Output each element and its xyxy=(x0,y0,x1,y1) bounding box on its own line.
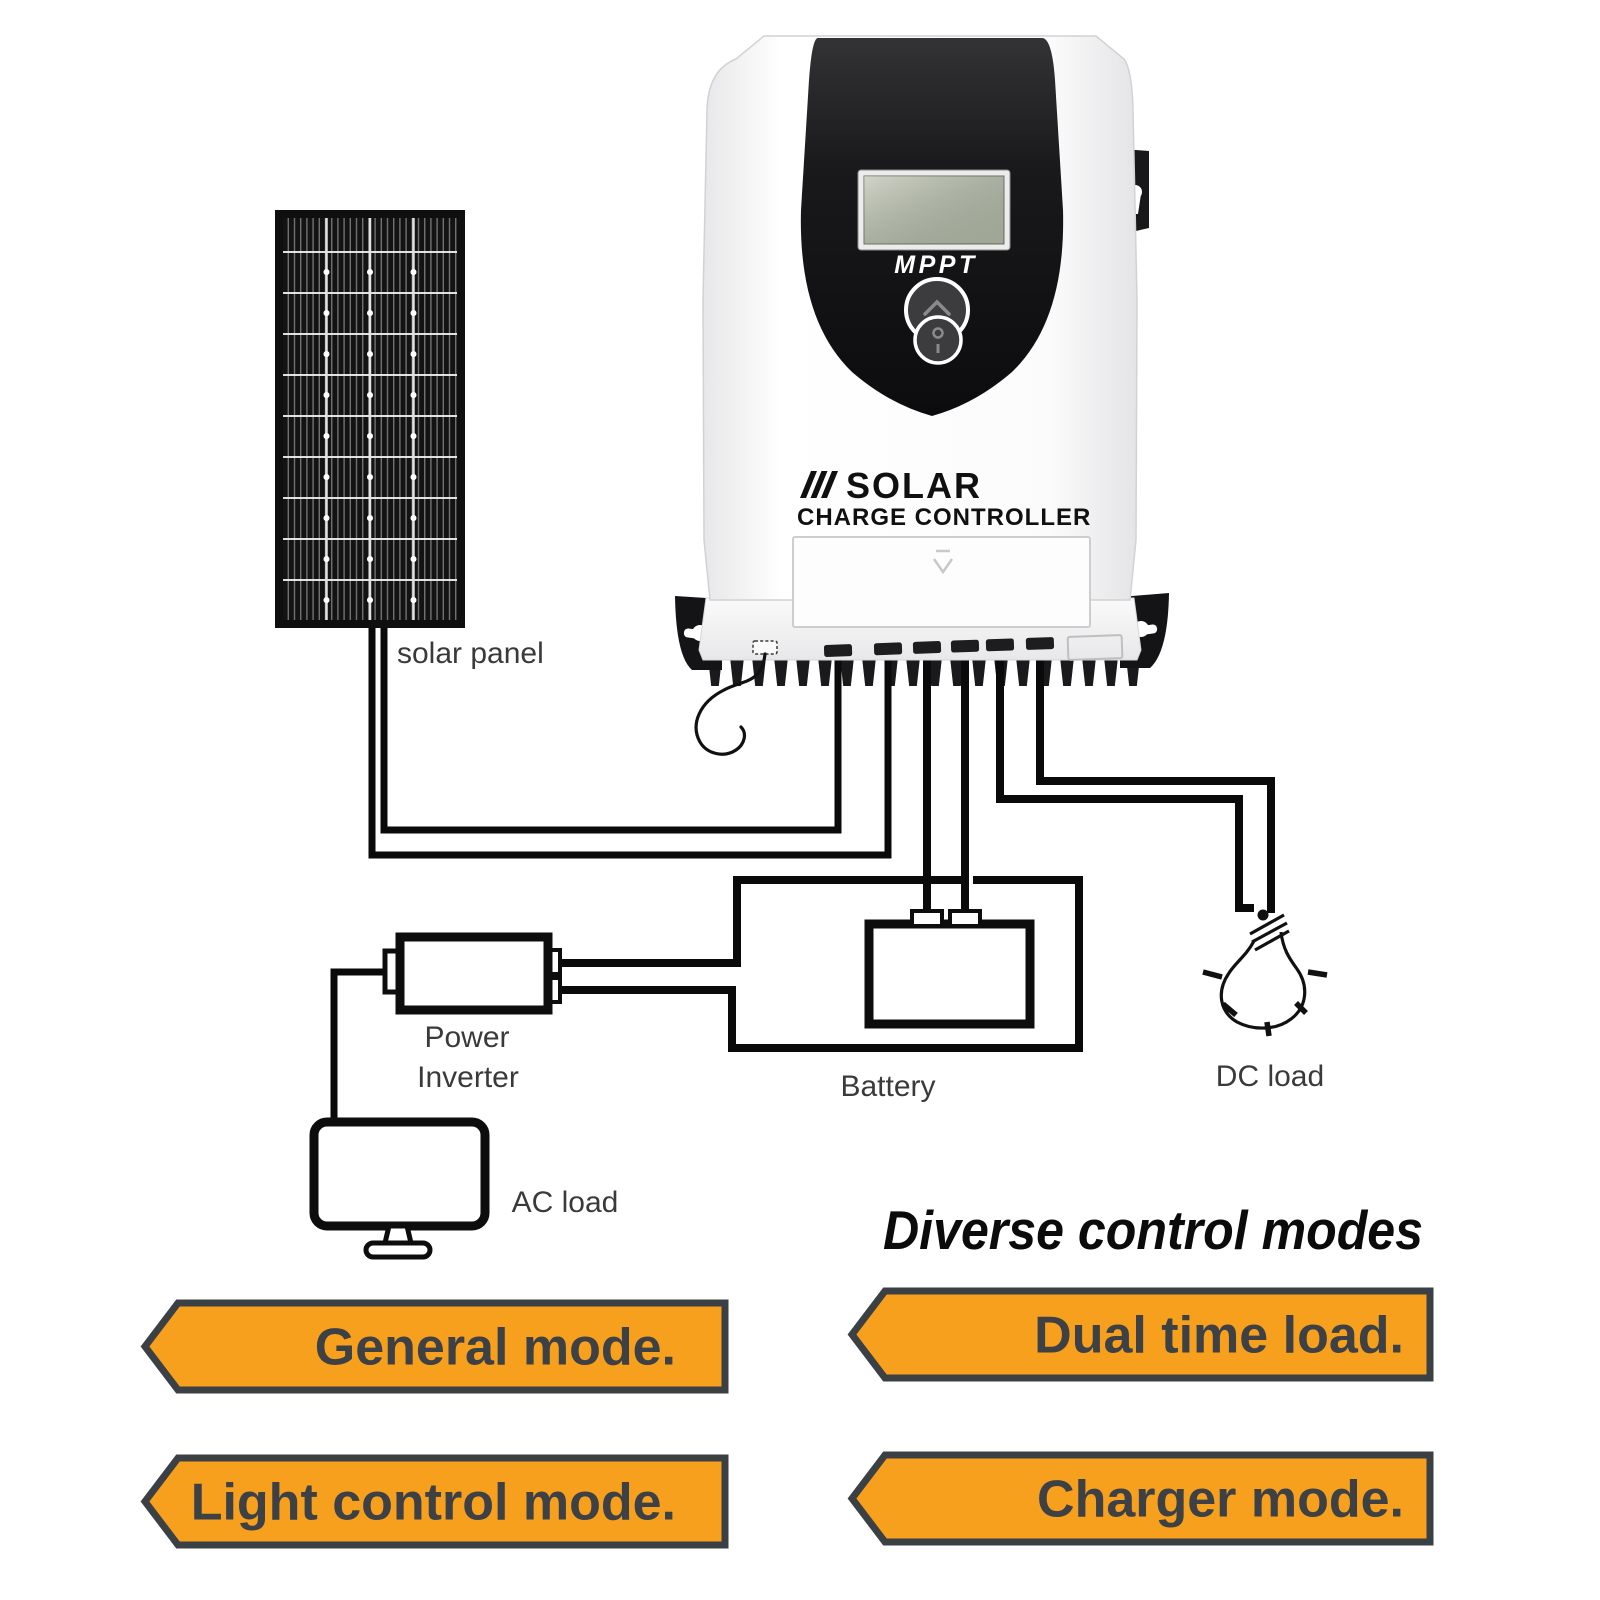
circle-glyph-icon xyxy=(932,327,944,339)
triple-slash-icon xyxy=(800,471,838,498)
temp-sensor-wire xyxy=(694,652,767,756)
bulb-threads xyxy=(1249,913,1290,952)
wire-pv-2 xyxy=(380,620,842,834)
mppt-label: MPPT xyxy=(894,251,977,279)
mode-banners: General mode. Dual time load. Light cont… xyxy=(140,1287,1434,1549)
banner-label: Dual time load. xyxy=(1034,1307,1404,1365)
terminal-slot xyxy=(985,638,1015,652)
brand-line2: CHARGE CONTROLLER xyxy=(797,504,1091,531)
battery-label: Battery xyxy=(840,1070,935,1103)
chevron-up-icon xyxy=(923,299,951,316)
power-inverter-label-line1: Power xyxy=(424,1021,509,1054)
monitor-icon xyxy=(309,1117,490,1260)
terminal-slot xyxy=(823,644,853,657)
terminal-block xyxy=(823,637,1055,657)
section-heading: Diverse control modes xyxy=(883,1199,1423,1261)
solar-panel-grid xyxy=(283,218,457,620)
brand-logo: SOLAR CHARGE CONTROLLER xyxy=(797,465,1091,531)
banner-label: Charger mode. xyxy=(1037,1471,1404,1529)
solar-panel-label: solar panel xyxy=(397,637,544,670)
banner-label: General mode. xyxy=(315,1319,676,1377)
terminal-slot xyxy=(873,642,903,656)
banner-label: Light control mode. xyxy=(191,1474,676,1532)
terminal-slot xyxy=(1025,637,1055,650)
terminal-slot xyxy=(912,641,942,654)
terminal-slot xyxy=(950,639,980,653)
wire-pv-1 xyxy=(368,620,892,859)
wire-inverter-lower xyxy=(558,986,1083,1052)
left-arrow-banner-shape xyxy=(140,1299,729,1394)
battery-terminal xyxy=(910,909,944,928)
wire-dc-load-2 xyxy=(1036,648,1275,913)
left-arrow-banner-shape xyxy=(847,1451,1434,1546)
banner-charger-mode: Charger mode. xyxy=(847,1451,1434,1546)
power-select-button[interactable] xyxy=(913,315,963,365)
dc-load-label: DC load xyxy=(1216,1060,1324,1093)
left-arrow-banner-shape xyxy=(847,1287,1434,1382)
banner-light-control-mode: Light control mode. xyxy=(140,1454,729,1549)
arrow-down-icon xyxy=(932,549,954,575)
battery-icon xyxy=(864,909,1035,1029)
lcd-display xyxy=(857,169,1011,251)
control-buttons xyxy=(904,277,970,365)
left-arrow-banner-shape xyxy=(140,1454,729,1549)
wire-inverter-upper xyxy=(558,876,961,967)
banner-general-mode: General mode. xyxy=(140,1299,729,1394)
power-inverter-label-line2: Inverter xyxy=(417,1061,519,1094)
light-bulb-icon xyxy=(1202,909,1328,1037)
bulb-rays xyxy=(1202,969,1328,1037)
wire-dc-load-1 xyxy=(996,648,1254,912)
wire-ac-load xyxy=(330,968,390,1120)
wiring xyxy=(330,620,1275,1120)
power-inverter-icon xyxy=(382,932,562,1015)
battery-terminal xyxy=(948,909,982,928)
solar-panel-icon xyxy=(275,210,465,628)
wire-battery-loop-right xyxy=(973,876,1083,1052)
comm-port-outline xyxy=(1066,634,1124,661)
brand-line1: SOLAR xyxy=(846,465,982,506)
banner-dual-time-load: Dual time load. xyxy=(847,1287,1434,1382)
ac-load-label: AC load xyxy=(512,1186,619,1219)
temp-sensor-port xyxy=(752,640,778,655)
charge-controller-device: MPPT SOLAR CHARGE CONTROLLER xyxy=(694,35,1142,756)
terminal-cover xyxy=(792,536,1091,628)
